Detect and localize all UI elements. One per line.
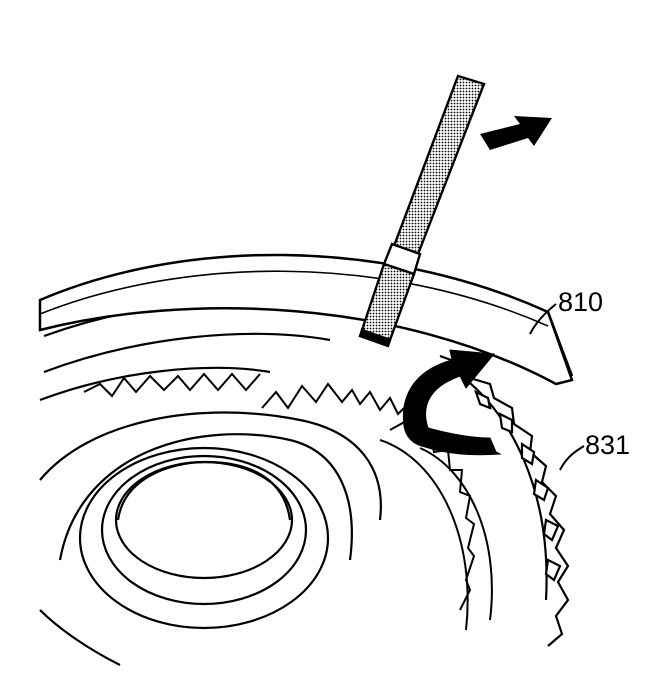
snap-ring-810 <box>38 253 574 386</box>
rotation-arrow <box>402 349 502 456</box>
leader-line-831 <box>559 445 585 471</box>
reaction-plate-831 <box>439 354 570 647</box>
hub-assembly <box>39 411 382 666</box>
callout-831: 831 <box>585 430 631 460</box>
screwdriver <box>358 74 486 348</box>
screwdriver-shaft <box>392 74 486 256</box>
leader-lines <box>529 303 585 471</box>
inner-spline-teeth <box>83 372 415 423</box>
leader-line-810 <box>529 303 557 335</box>
callout-810: 810 <box>558 287 604 317</box>
straight-arrow <box>480 116 552 150</box>
